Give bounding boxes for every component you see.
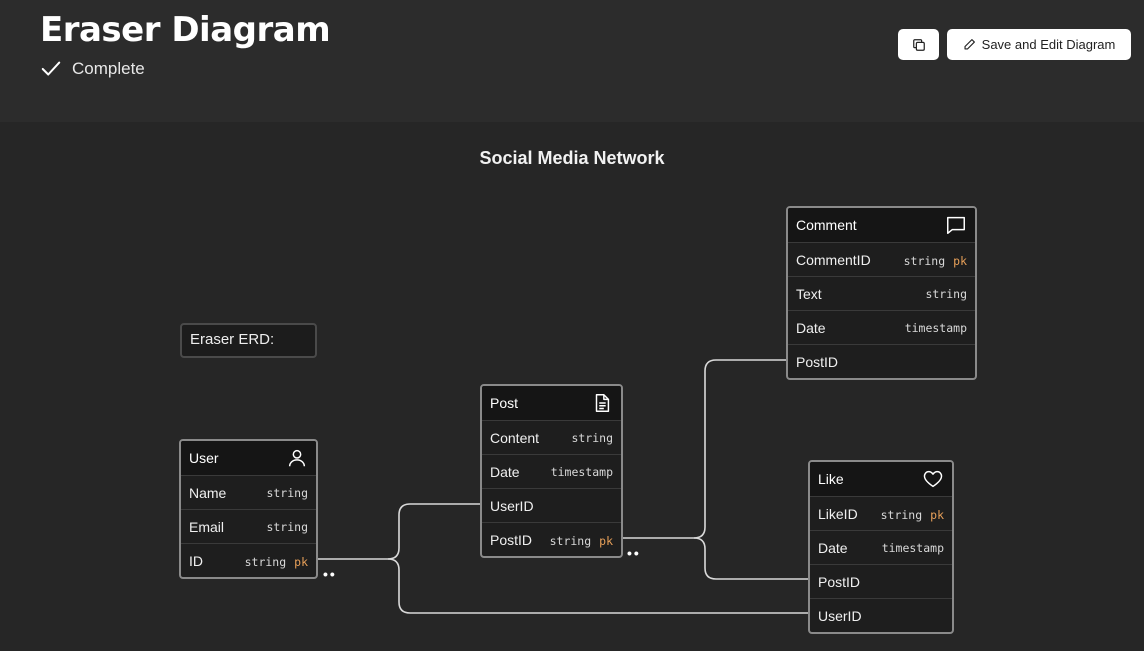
checkmark-icon <box>41 61 61 76</box>
field-name: Text <box>796 285 822 302</box>
entity-header: Comment <box>788 208 975 242</box>
entity-field: CommentID string pk <box>788 242 975 276</box>
entity-field: PostID <box>788 344 975 378</box>
field-type: timestamp <box>881 540 944 555</box>
entity-field: LikeID string pk <box>810 496 952 530</box>
field-name: UserID <box>490 497 534 514</box>
save-and-edit-button[interactable]: Save and Edit Diagram <box>947 29 1131 60</box>
field-type: timestamp <box>550 464 613 479</box>
field-type: string <box>266 519 308 534</box>
entity-field: Name string <box>181 475 316 509</box>
field-name: Content <box>490 429 540 446</box>
entity-field: Date timestamp <box>788 310 975 344</box>
field-name: Name <box>189 484 227 501</box>
field-name: Email <box>189 518 225 535</box>
primary-key-badge: pk <box>930 507 944 522</box>
field-name: LikeID <box>818 505 858 522</box>
entity-field: Date timestamp <box>810 530 952 564</box>
entity-name: Post <box>490 395 519 411</box>
entity-like[interactable]: Like LikeID string pk Date timestamp Post… <box>808 460 954 634</box>
field-type: string <box>571 430 613 445</box>
copy-button[interactable] <box>898 29 939 60</box>
entity-name: Comment <box>796 217 857 233</box>
comment-icon <box>947 216 965 234</box>
entity-field: Content string <box>482 420 621 454</box>
connector-dots: •• <box>323 566 337 582</box>
field-type: string <box>549 533 592 548</box>
field-name: Date <box>490 463 520 480</box>
entity-comment[interactable]: Comment CommentID string pk Text string D… <box>786 206 977 380</box>
entity-field: Date timestamp <box>482 454 621 488</box>
diagram-title: Social Media Network <box>479 148 665 168</box>
entity-field: PostID string pk <box>482 522 621 556</box>
entity-name: Like <box>818 471 844 487</box>
field-name: PostID <box>490 531 533 548</box>
field-name: PostID <box>818 573 861 590</box>
primary-key-badge: pk <box>294 554 308 569</box>
entity-field: Text string <box>788 276 975 310</box>
field-name: UserID <box>818 607 862 624</box>
erd-note[interactable]: Eraser ERD: <box>180 323 317 358</box>
field-name: ID <box>189 552 203 569</box>
entity-post[interactable]: Post Content string Date timestamp UserI… <box>480 384 623 558</box>
status-indicator: Complete <box>40 58 145 80</box>
field-type: string <box>925 286 967 301</box>
entity-field: UserID <box>482 488 621 522</box>
heart-icon <box>923 470 943 488</box>
field-type: string <box>903 253 946 268</box>
field-name: Date <box>818 539 848 556</box>
user-icon <box>288 449 306 467</box>
copy-icon <box>912 38 925 51</box>
entity-name: User <box>189 450 219 466</box>
entity-field: UserID <box>810 598 952 632</box>
pencil-icon <box>964 39 975 50</box>
field-type: string <box>266 485 308 500</box>
status-label: Complete <box>72 59 145 78</box>
primary-key-badge: pk <box>599 533 613 548</box>
entity-header: User <box>181 441 316 475</box>
entity-header: Like <box>810 462 952 496</box>
entity-field: PostID <box>810 564 952 598</box>
field-type: timestamp <box>904 320 967 335</box>
header-bar: Eraser Diagram Complete Save and Edit Di… <box>0 0 1144 122</box>
field-name: Date <box>796 319 826 336</box>
save-and-edit-label: Save and Edit Diagram <box>981 37 1116 52</box>
field-type: string <box>880 507 923 522</box>
connector-dots: •• <box>627 545 641 561</box>
field-name: PostID <box>796 353 839 370</box>
entity-header: Post <box>482 386 621 420</box>
entity-field: Email string <box>181 509 316 543</box>
primary-key-badge: pk <box>953 253 967 268</box>
entity-field: ID string pk <box>181 543 316 577</box>
document-icon <box>595 394 610 412</box>
field-type: string <box>244 554 287 569</box>
page-title: Eraser Diagram <box>40 10 331 50</box>
field-name: CommentID <box>796 251 871 268</box>
